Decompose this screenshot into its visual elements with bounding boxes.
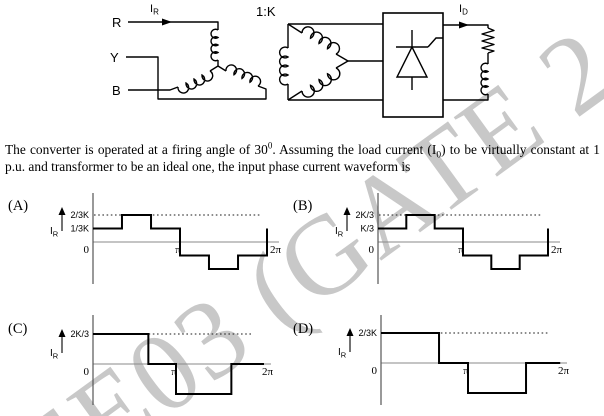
converter-block: [382, 12, 444, 118]
x-tick-zero: 0: [372, 365, 378, 377]
delta-bottom-side: [287, 60, 349, 101]
option-label: (D): [293, 321, 313, 337]
phase-label-r: R: [112, 15, 121, 30]
y-phase-wire: [126, 56, 267, 100]
x-tick-pi: π: [175, 244, 181, 256]
winding-coil-path: [210, 28, 220, 62]
id-arrow-icon: [459, 21, 469, 29]
winding-coil: [278, 46, 290, 86]
y-axis-label: 2K/3: [70, 329, 89, 339]
thyristor-icon: [395, 30, 443, 90]
winding-coil: [480, 62, 490, 96]
waveform-path: [381, 332, 561, 394]
y-axis-label: 2/3K: [358, 328, 377, 338]
x-tick-pi: π: [171, 366, 177, 378]
waveform-path: [93, 214, 268, 270]
winding-coil: [301, 26, 341, 55]
option-plot-A: 0 π 2π 2/3K 1/3K IR (A): [8, 193, 282, 284]
y-axis-label: K/3: [360, 224, 374, 234]
phase-label-y: Y: [110, 50, 119, 65]
axis-arrow-head-icon: [58, 207, 66, 215]
option-plot-C: 0 π 2π 2K/3IR (C): [8, 315, 274, 405]
ir-axis-label: IR: [50, 226, 59, 239]
load-top-wire: [443, 24, 489, 28]
waveform-path: [378, 214, 549, 270]
option-label: (C): [8, 321, 28, 337]
load-bottom-wire: [443, 94, 489, 101]
x-tick-2pi: 2π: [262, 366, 274, 378]
winding-coil-path: [177, 70, 214, 94]
winding-coil-path: [480, 62, 490, 96]
b-phase-wire: [128, 86, 179, 91]
axis-arrow-head-icon: [346, 328, 354, 336]
circuit-diagram: R Y B 1:K IR ID: [110, 3, 495, 118]
y-axis-label: 2/3K: [70, 210, 89, 220]
x-tick-pi: π: [458, 244, 464, 256]
x-tick-2pi: 2π: [558, 365, 570, 377]
winding-coil-path: [225, 64, 262, 87]
delta-top-side: [287, 23, 349, 62]
ir-axis-label: IR: [335, 226, 344, 239]
input-current-label: IR: [150, 3, 159, 17]
x-tick-2pi: 2π: [270, 244, 282, 256]
resistor-icon: [481, 27, 495, 54]
waveform-path: [93, 333, 264, 395]
winding-coil: [177, 70, 214, 94]
winding-coil: [301, 67, 341, 98]
option-label: (A): [8, 198, 28, 214]
winding-coil: [225, 64, 262, 87]
x-tick-pi: π: [463, 365, 469, 377]
turns-ratio-label: 1:K: [256, 4, 276, 19]
option-plot-D: 0 π 2π 2/3K IR (D): [293, 315, 570, 405]
x-tick-zero: 0: [369, 244, 375, 256]
phase-label-b: B: [112, 83, 121, 98]
r-phase-wire: [128, 21, 219, 30]
y-axis-label: 1/3K: [70, 224, 89, 234]
star-point-right: [217, 65, 227, 72]
winding-coil-path: [278, 46, 290, 86]
winding-coil-path: [301, 67, 341, 98]
x-tick-zero: 0: [84, 244, 90, 256]
question-text: The converter is operated at a firing an…: [5, 140, 600, 175]
winding-coil: [210, 28, 220, 62]
x-tick-2pi: 2π: [551, 244, 563, 256]
ir-axis-label: IR: [338, 347, 347, 360]
ir-axis-label: IR: [50, 348, 59, 361]
ir-arrow-icon: [162, 18, 172, 26]
output-current-label: ID: [459, 3, 468, 17]
option-plot-B: 0 π 2π 2K/3K/3 IR (B): [293, 193, 563, 284]
option-label: (B): [293, 198, 313, 214]
axis-arrow-head-icon: [58, 329, 66, 337]
x-tick-zero: 0: [84, 366, 90, 378]
y-axis-label: 2K/3: [355, 210, 374, 220]
winding-coil-path: [301, 26, 341, 55]
axis-arrow-head-icon: [343, 207, 351, 215]
